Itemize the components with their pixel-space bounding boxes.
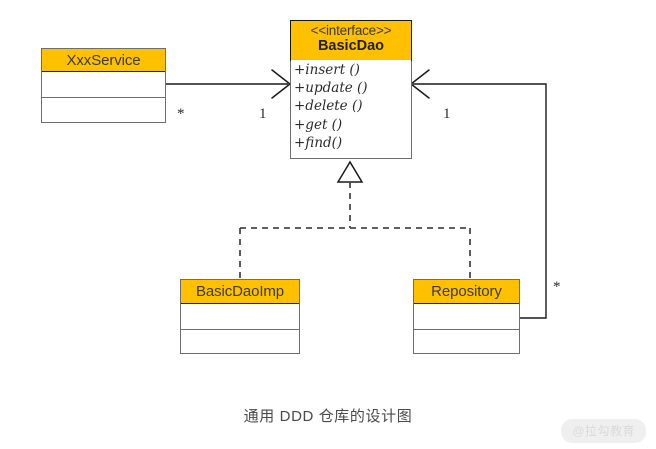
multiplicity-dao-right-one: 1 (443, 106, 451, 122)
multiplicity-repository-star: * (553, 279, 561, 295)
method-get: +get () (294, 116, 343, 133)
class-name-basic-dao: BasicDao (317, 38, 385, 55)
class-box-basic-dao[interactable]: <<interface>> BasicDao +insert () +updat… (290, 20, 412, 159)
class-name-xxx-service: XxxService (66, 52, 141, 69)
class-name-basic-dao-imp: BasicDaoImp (195, 283, 285, 300)
method-insert: +insert () (294, 62, 360, 78)
class-header-basic-dao: <<interface>> BasicDao (290, 20, 412, 61)
method-find: +find() (294, 134, 343, 151)
class-box-xxx-service[interactable]: XxxService (41, 48, 166, 123)
hollow-triangle-arrow-head (336, 160, 364, 183)
class-header-basic-dao-imp: BasicDaoImp (181, 280, 299, 304)
watermark-badge: @拉勾教育 (561, 419, 646, 443)
attributes-compartment-basic-dao-imp (181, 304, 299, 330)
class-box-basic-dao-imp[interactable]: BasicDaoImp (180, 279, 300, 354)
method-delete: +delete () (294, 98, 363, 115)
attributes-compartment-xxx-service (42, 72, 165, 98)
methods-compartment-repository (414, 330, 519, 353)
attributes-compartment-repository (414, 304, 519, 330)
methods-compartment-xxx-service (42, 98, 165, 122)
methods-compartment-basic-dao-imp (181, 330, 299, 353)
method-update: +update () (294, 80, 368, 97)
class-name-repository: Repository (431, 283, 502, 300)
class-box-repository[interactable]: Repository (413, 279, 520, 354)
multiplicity-dao-left-one: 1 (259, 106, 267, 122)
methods-compartment-basic-dao: +insert () +update () +delete () +get ()… (291, 60, 411, 157)
realization-tree (239, 160, 471, 279)
class-header-repository: Repository (414, 280, 519, 304)
class-header-xxx-service: XxxService (42, 49, 165, 72)
diagram-caption: 通用 DDD 仓库的设计图 (243, 408, 413, 425)
class-stereotype-basic-dao: <<interface>> (310, 23, 392, 38)
association-service-to-dao (166, 69, 292, 99)
multiplicity-service-star: * (177, 106, 185, 122)
association-line-repository (413, 83, 547, 319)
